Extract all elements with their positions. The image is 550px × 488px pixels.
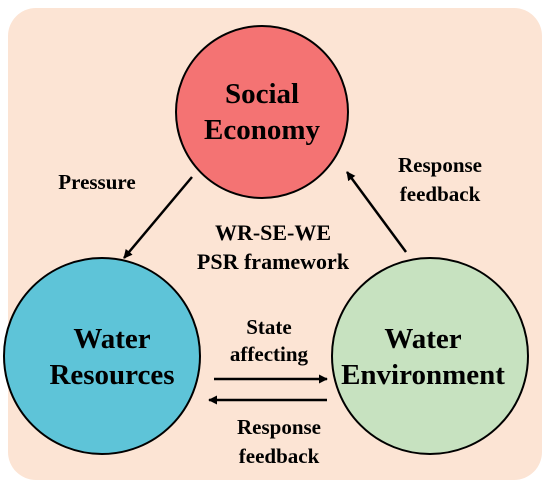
- water-resources-circle: [3, 257, 201, 455]
- state-label-line2: affecting: [230, 342, 309, 366]
- water-resources-label-line2: Resources: [49, 359, 174, 391]
- response-top-label-line1: Response: [398, 153, 482, 177]
- social-economy-label-line1: Social: [225, 78, 299, 110]
- response-top-label-line2: feedback: [400, 182, 481, 206]
- state-label-line1: State: [246, 315, 292, 339]
- response-bottom-label-line2: feedback: [239, 444, 320, 468]
- node-water-resources: Water Resources: [3, 257, 201, 455]
- pressure-arrow: [123, 176, 193, 259]
- water-resources-label-line1: Water: [73, 323, 150, 355]
- node-social-economy: Social Economy: [175, 25, 349, 199]
- response-bottom-label-line1: Response: [237, 415, 321, 439]
- pressure-label: Pressure: [58, 170, 135, 194]
- center-label-line1: WR-SE-WE: [215, 220, 331, 245]
- social-economy-circle: [175, 25, 349, 199]
- center-label-line2: PSR framework: [197, 249, 350, 274]
- water-environment-label-line2: Environment: [341, 359, 505, 391]
- social-economy-label-line2: Economy: [204, 114, 321, 146]
- water-environment-circle: [331, 257, 529, 455]
- response-feedback-top-arrow: [345, 171, 408, 253]
- water-environment-label-line1: Water: [384, 323, 461, 355]
- node-water-environment: Water Environment: [331, 257, 529, 455]
